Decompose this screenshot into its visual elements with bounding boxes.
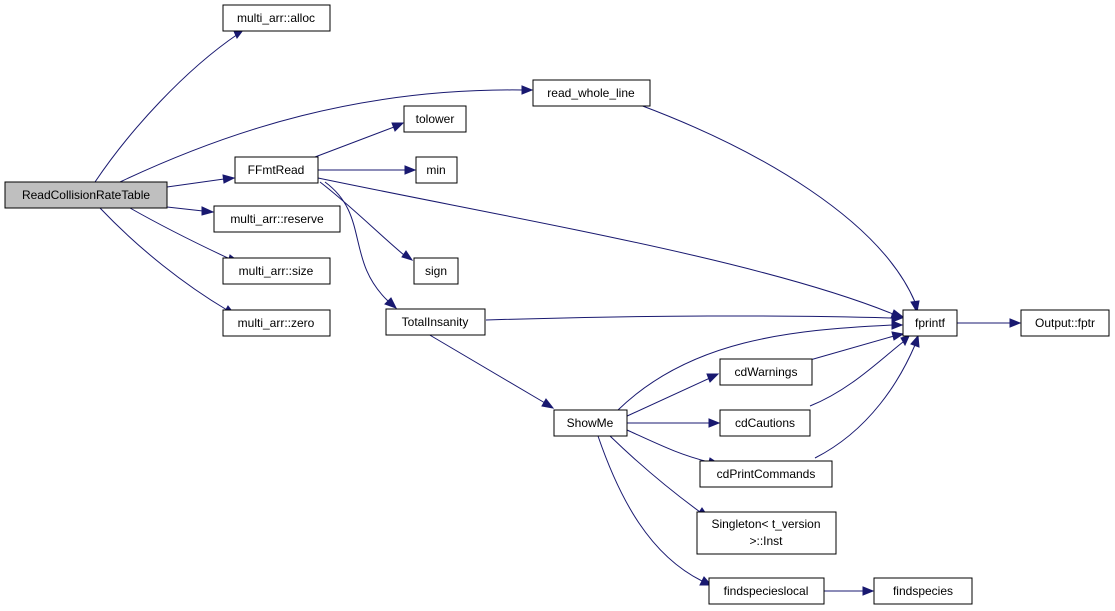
node-label: sign <box>425 264 447 278</box>
node-label: fprintf <box>915 316 946 330</box>
edge-fprintf-to-output-fptr <box>957 318 1022 328</box>
node-label: read_whole_line <box>547 86 635 100</box>
edge-showme-to-cdwarnings <box>624 373 720 418</box>
node-multi-arr-reserve[interactable]: multi_arr::reserve <box>213 205 341 233</box>
edge-cdwarnings-to-fprintf <box>809 331 905 361</box>
edge-cdprintcommands-to-fprintf <box>814 334 920 459</box>
edge-root-to-read-whole-line <box>119 85 534 183</box>
edge-showme-to-findspecieslocal <box>597 435 713 586</box>
node-cd-print-commands[interactable]: cdPrintCommands <box>699 460 833 488</box>
node-output-fptr[interactable]: Output::fptr <box>1020 309 1110 337</box>
node-multi-arr-alloc[interactable]: multi_arr::alloc <box>222 4 331 32</box>
node-label: min <box>426 163 445 177</box>
node-ffmtread[interactable]: FFmtRead <box>234 156 319 184</box>
edge-ffmtread-to-sign <box>319 181 414 261</box>
node-label: findspecieslocal <box>724 584 809 598</box>
node-multi-arr-size[interactable]: multi_arr::size <box>222 257 331 285</box>
node-label: ShowMe <box>567 416 614 430</box>
node-label: TotalInsanity <box>402 315 469 329</box>
node-read-whole-line[interactable]: read_whole_line <box>532 79 651 107</box>
edge-ffmtread-to-tolower <box>314 122 405 158</box>
node-total-insanity[interactable]: TotalInsanity <box>385 308 486 336</box>
edge-ffmtread-to-totalinsanity <box>324 181 398 309</box>
node-singleton-inst[interactable]: Singleton< t_version >::Inst <box>696 511 837 555</box>
node-label: multi_arr::reserve <box>230 212 324 226</box>
node-cd-cautions[interactable]: cdCautions <box>719 409 811 437</box>
node-label: tolower <box>416 112 455 126</box>
node-cd-warnings[interactable]: cdWarnings <box>719 358 813 386</box>
node-label-line-2: >::Inst <box>749 534 783 548</box>
node-findspecieslocal[interactable]: findspecieslocal <box>708 577 825 605</box>
edge-showme-to-fprintf <box>617 320 904 411</box>
edge-showme-to-singleton-inst <box>609 435 710 518</box>
edge-totalinsanity-to-showme <box>427 333 555 409</box>
node-label: cdWarnings <box>735 365 798 379</box>
node-findspecies[interactable]: findspecies <box>873 577 973 605</box>
node-label: ReadCollisionRateTable <box>22 188 150 202</box>
edge-root-to-reserve <box>166 206 215 216</box>
edge-ffmtread-to-min <box>318 165 417 175</box>
node-label: Output::fptr <box>1035 316 1095 330</box>
node-label: FFmtRead <box>248 163 305 177</box>
node-sign[interactable]: sign <box>413 257 459 285</box>
edge-cdcautions-to-fprintf <box>809 335 910 407</box>
node-multi-arr-zero[interactable]: multi_arr::zero <box>222 309 331 337</box>
node-tolower[interactable]: tolower <box>403 105 467 133</box>
node-label: multi_arr::size <box>239 264 314 278</box>
edge-read-whole-line-to-fprintf <box>639 104 920 314</box>
edge-ffmtread-to-fprintf <box>317 177 905 319</box>
node-label-line-1: Singleton< t_version <box>711 517 820 531</box>
node-fprintf[interactable]: fprintf <box>902 309 958 337</box>
node-min[interactable]: min <box>415 156 458 184</box>
node-label: multi_arr::zero <box>238 316 315 330</box>
edge-showme-to-cdcautions <box>627 418 721 428</box>
node-label: cdCautions <box>735 416 795 430</box>
edge-findspecieslocal-to-findspecies <box>824 586 875 596</box>
edge-root-to-alloc <box>94 28 244 183</box>
node-label: cdPrintCommands <box>717 467 816 481</box>
node-read-collision-rate-table[interactable]: ReadCollisionRateTable <box>4 181 168 209</box>
edge-root-to-ffmtread <box>166 174 236 188</box>
edge-totalinsanity-to-fprintf <box>485 313 904 323</box>
node-label: multi_arr::alloc <box>237 11 315 25</box>
node-show-me[interactable]: ShowMe <box>553 409 628 437</box>
node-label: findspecies <box>893 584 953 598</box>
